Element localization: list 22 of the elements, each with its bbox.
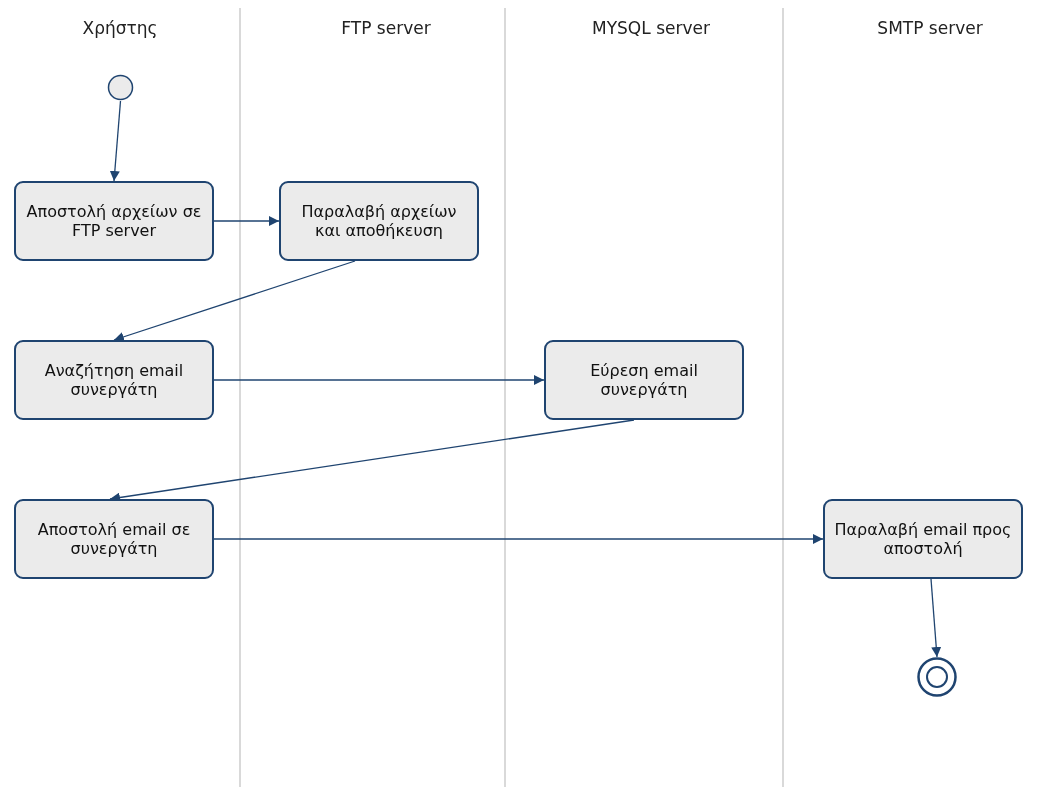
lane-header: MYSQL server bbox=[592, 18, 710, 38]
activity-box bbox=[544, 340, 744, 420]
flow-arrow bbox=[113, 260, 356, 342]
activity-label: Αναζήτηση email συνεργάτη bbox=[43, 361, 185, 399]
activity-box bbox=[14, 499, 214, 579]
activity-label: Αποστολή αρχείων σε FTP server bbox=[25, 202, 203, 240]
activity-box bbox=[14, 340, 214, 420]
lane-header: Χρήστης bbox=[82, 18, 158, 38]
activity-label: Παραλαβή email προς αποστολή bbox=[833, 520, 1013, 558]
activity-label: Παραλαβή αρχείων και αποθήκευση bbox=[300, 202, 458, 240]
activity-box bbox=[279, 181, 479, 261]
flow-arrow bbox=[213, 534, 824, 544]
lane-header: FTP server bbox=[341, 18, 431, 38]
activity-label: Εύρεση email συνεργάτη bbox=[589, 361, 699, 399]
flow-arrow bbox=[109, 100, 122, 182]
activity-label: Αποστολή email σε συνεργάτη bbox=[36, 520, 192, 558]
activity-box bbox=[823, 499, 1023, 579]
flow-arrow bbox=[930, 578, 942, 658]
flow-arrow bbox=[213, 216, 280, 226]
lane-header: SMTP server bbox=[877, 18, 983, 38]
activity-box bbox=[14, 181, 214, 261]
flow-arrow bbox=[213, 375, 545, 385]
